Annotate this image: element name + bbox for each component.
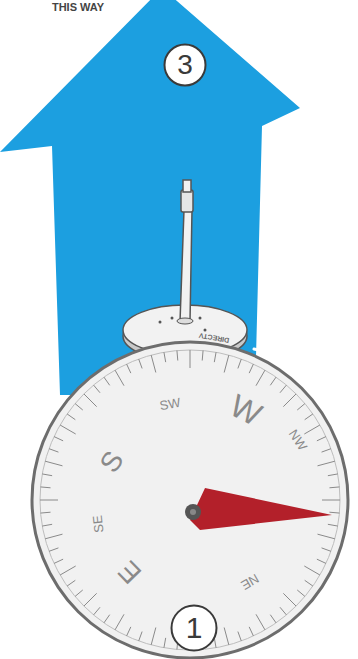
callout-number: 3: [177, 51, 193, 79]
callout-circle: 3: [163, 43, 207, 87]
compass-needle: [190, 488, 332, 530]
direction-arrow: [0, 0, 300, 395]
callout-number: 1: [186, 613, 203, 643]
compass-point: SW: [159, 396, 182, 412]
compass: [32, 342, 348, 658]
callout-circle: 1: [170, 604, 218, 652]
compass-point: SE: [91, 515, 106, 534]
antenna-figure: [123, 180, 247, 361]
arrow-caption: THIS WAY: [52, 2, 104, 13]
